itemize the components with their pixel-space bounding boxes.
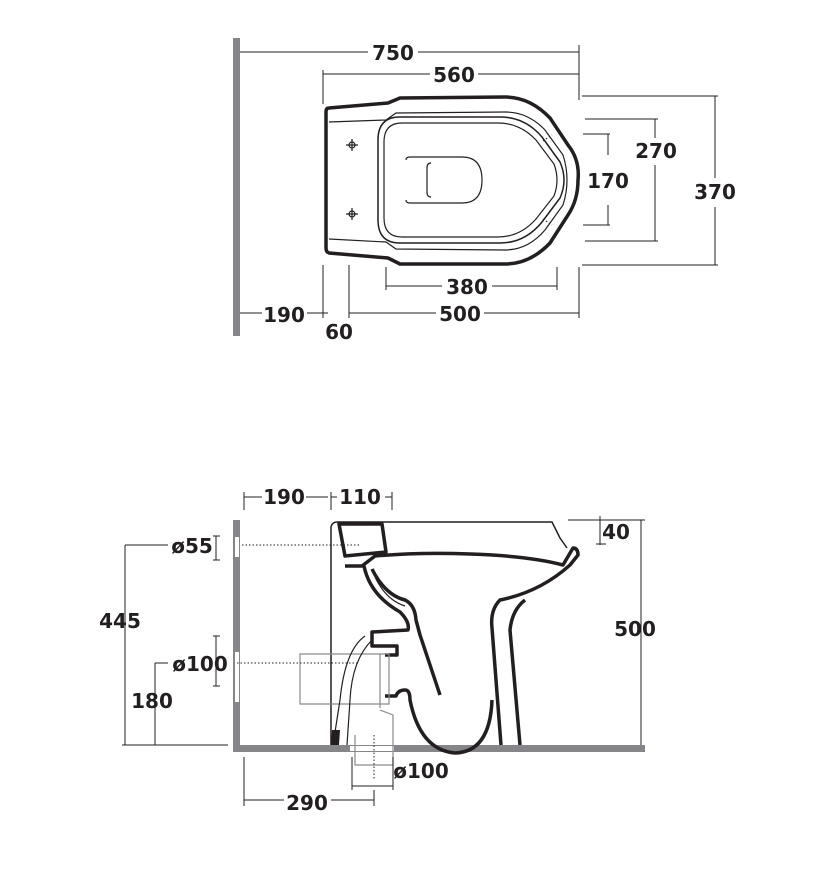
dim-500-side: 500 [614, 617, 656, 641]
dim-370: 370 [694, 180, 736, 204]
dim-750: 750 [372, 41, 414, 65]
dim-110: 110 [339, 485, 381, 509]
dim-170: 170 [587, 169, 629, 193]
dim-500-top: 500 [439, 302, 481, 326]
dim-290: 290 [286, 791, 328, 815]
dim-inlet-diameter: ø55 [171, 534, 213, 558]
dim-190-side: 190 [263, 485, 305, 509]
dim-445: 445 [99, 609, 141, 633]
toilet-plan [324, 95, 581, 266]
toilet-profile [299, 521, 580, 766]
fixing-hole [346, 139, 358, 151]
dim-560: 560 [433, 63, 475, 87]
dim-outlet-diameter: ø100 [172, 652, 228, 676]
dim-60: 60 [325, 320, 353, 344]
dim-270: 270 [635, 139, 677, 163]
wall-side-view [233, 520, 240, 752]
dim-floor-outlet-diameter: ø100 [393, 759, 449, 783]
side-view: 190 110 ø55 445 ø100 180 500 40 ø100 290 [99, 485, 656, 815]
dim-180: 180 [131, 689, 173, 713]
dim-190-top: 190 [263, 303, 305, 327]
top-view: 750 560 370 270 170 380 500 190 60 [233, 38, 736, 344]
dim-380: 380 [446, 275, 488, 299]
wall-top-view [233, 38, 240, 336]
fixing-hole [346, 208, 358, 220]
dim-40: 40 [602, 520, 630, 544]
